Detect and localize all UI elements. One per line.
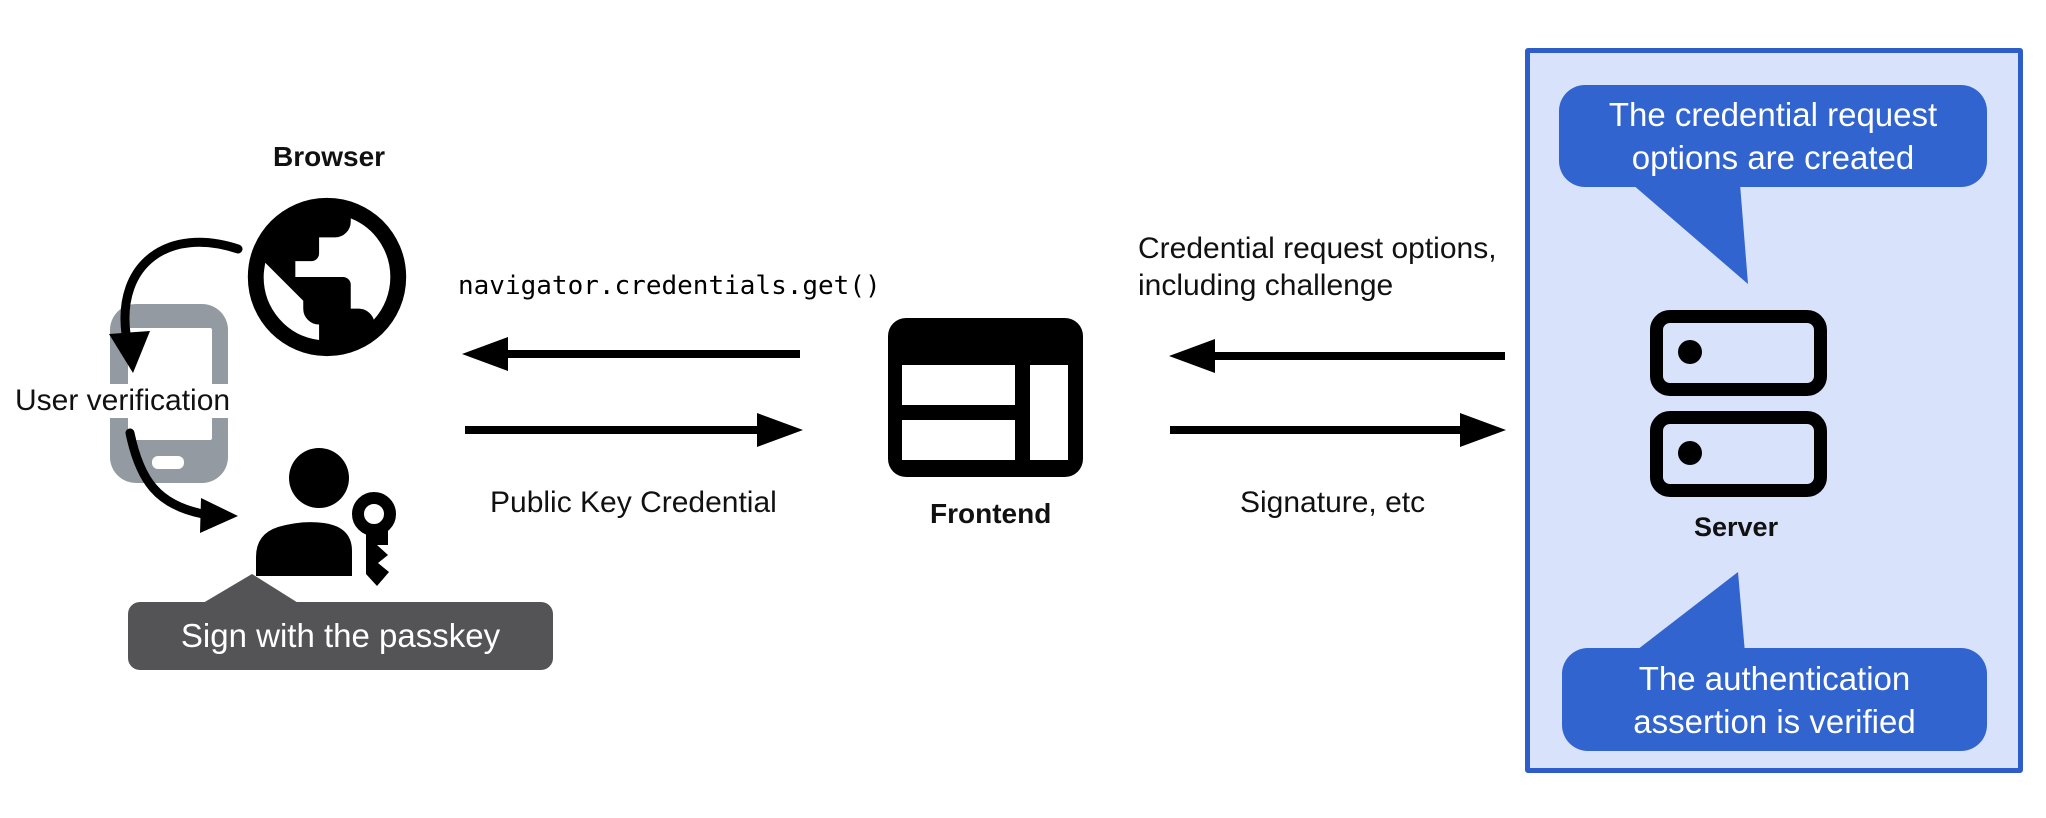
bubble-assertion-verified-line1: The authentication — [1638, 659, 1911, 697]
bubble-credential-request: The credential request options are creat… — [1559, 85, 1987, 187]
server-led-dot — [1678, 441, 1702, 465]
bubble-assertion-verified: The authentication assertion is verified — [1562, 648, 1987, 751]
browser-window-pane — [1030, 365, 1068, 460]
credential-request-options-label: Credential request options, including ch… — [1138, 230, 1497, 304]
arrow-browser-to-frontend — [465, 413, 803, 447]
server-stack-icon — [1650, 310, 1827, 396]
browser-window-icon — [888, 318, 1083, 477]
server-stack-icon — [1650, 411, 1827, 497]
bubble-top-tail — [1632, 184, 1748, 284]
bubble-bottom-tail — [1633, 572, 1745, 653]
bubble-assertion-verified-line2: assertion is verified — [1633, 702, 1916, 740]
arrow-frontend-to-browser — [462, 337, 800, 371]
user-verification-label: User verification — [13, 384, 233, 418]
person-icon — [256, 448, 396, 586]
signature-label: Signature, etc — [1240, 486, 1426, 519]
smartphone-home-bar — [152, 456, 184, 469]
key-icon — [352, 492, 396, 586]
tooltip-pointer — [198, 574, 303, 606]
browser-label: Browser — [273, 141, 386, 172]
credentials-get-code: navigator.credentials.get() — [458, 271, 881, 301]
public-key-credential-label: Public Key Credential — [490, 486, 777, 519]
passkey-tooltip-text: Sign with the passkey — [180, 617, 501, 654]
browser-window-pane — [902, 420, 1015, 460]
server-label: Server — [1694, 512, 1779, 542]
arrow-server-to-frontend — [1169, 339, 1505, 373]
passkey-tooltip: Sign with the passkey — [128, 602, 553, 670]
frontend-label: Frontend — [930, 498, 1052, 529]
server-led-dot — [1678, 340, 1702, 364]
browser-window-pane — [902, 365, 1015, 405]
credential-request-options-line1: Credential request options, — [1138, 232, 1497, 265]
bubble-credential-request-line2: options are created — [1631, 139, 1915, 176]
globe-icon — [247, 197, 407, 357]
bubble-credential-request-line1: The credential request — [1608, 96, 1938, 133]
arrow-frontend-to-server — [1170, 413, 1506, 447]
credential-request-options-line2: including challenge — [1138, 269, 1394, 302]
